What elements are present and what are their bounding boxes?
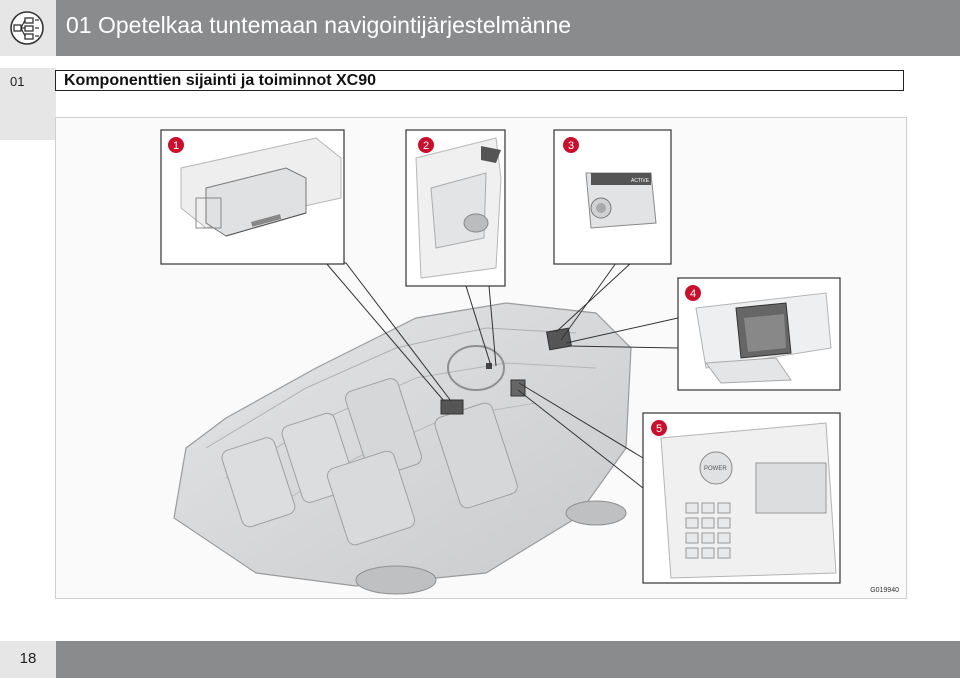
chapter-tab-label: 01 bbox=[10, 74, 25, 89]
inset-panel-4 bbox=[677, 277, 841, 391]
callout-5: 5 bbox=[651, 420, 667, 436]
callout-5-label: 5 bbox=[656, 423, 662, 435]
callout-3-label: 3 bbox=[568, 140, 574, 152]
inset-panel-2 bbox=[405, 129, 506, 287]
power-label-text: POWER bbox=[704, 466, 727, 472]
inset-panel-1 bbox=[160, 129, 345, 265]
component-location-figure: ACTIVE POWER bbox=[55, 117, 907, 599]
callout-2-label: 2 bbox=[423, 140, 429, 152]
page-title: 01 Opetelkaa tuntemaan navigointijärjest… bbox=[66, 12, 572, 38]
callout-4: 4 bbox=[685, 285, 701, 301]
car-components-illustration: ACTIVE POWER bbox=[160, 129, 899, 595]
callout-1: 1 bbox=[168, 137, 184, 153]
page-header: 01 Opetelkaa tuntemaan navigointijärjest… bbox=[0, 0, 960, 56]
car-cutaway bbox=[173, 302, 632, 595]
callout-2: 2 bbox=[418, 137, 434, 153]
inset-panel-3: ACTIVE bbox=[553, 129, 672, 265]
page-number: 18 bbox=[19, 650, 37, 667]
callout-1-label: 1 bbox=[173, 140, 179, 152]
page-number-box: 18 bbox=[0, 641, 56, 678]
navigation-menu-icon bbox=[10, 11, 44, 45]
callout-3: 3 bbox=[563, 137, 579, 153]
callout-4-label: 4 bbox=[690, 288, 696, 300]
section-heading-bar: Komponenttien sijainti ja toiminnot XC90 bbox=[55, 70, 904, 91]
inset-panel-5: POWER bbox=[642, 412, 841, 584]
switch-label-text: ACTIVE bbox=[631, 178, 650, 184]
page-footer bbox=[0, 641, 960, 678]
chapter-tab: 01 bbox=[0, 68, 56, 140]
header-icon-box bbox=[0, 0, 56, 56]
figure-code: G019940 bbox=[870, 587, 899, 594]
section-title: Komponenttien sijainti ja toiminnot XC90 bbox=[64, 72, 377, 89]
